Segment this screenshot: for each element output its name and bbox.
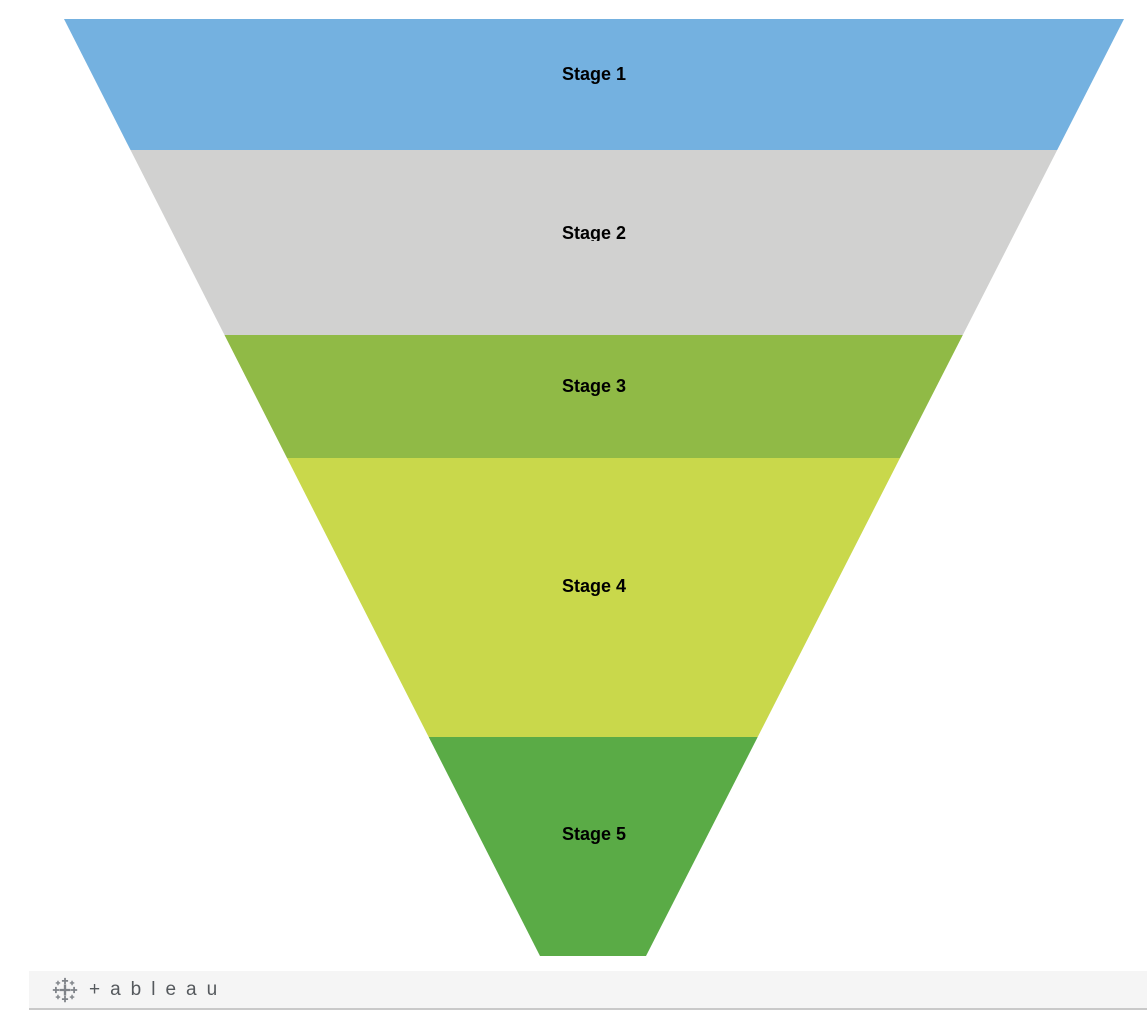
funnel-stage-4[interactable] (287, 458, 900, 737)
tableau-wordmark-text: +ableau (89, 978, 228, 1000)
funnel-stage-5[interactable] (428, 737, 758, 956)
funnel-stage-3[interactable] (224, 335, 963, 458)
funnel-stage-1[interactable] (64, 19, 1124, 150)
tableau-logo-icon[interactable] (50, 975, 80, 1005)
funnel-stage-2[interactable] (130, 150, 1058, 335)
tableau-attribution-bar[interactable]: +ableau (29, 971, 1147, 1010)
